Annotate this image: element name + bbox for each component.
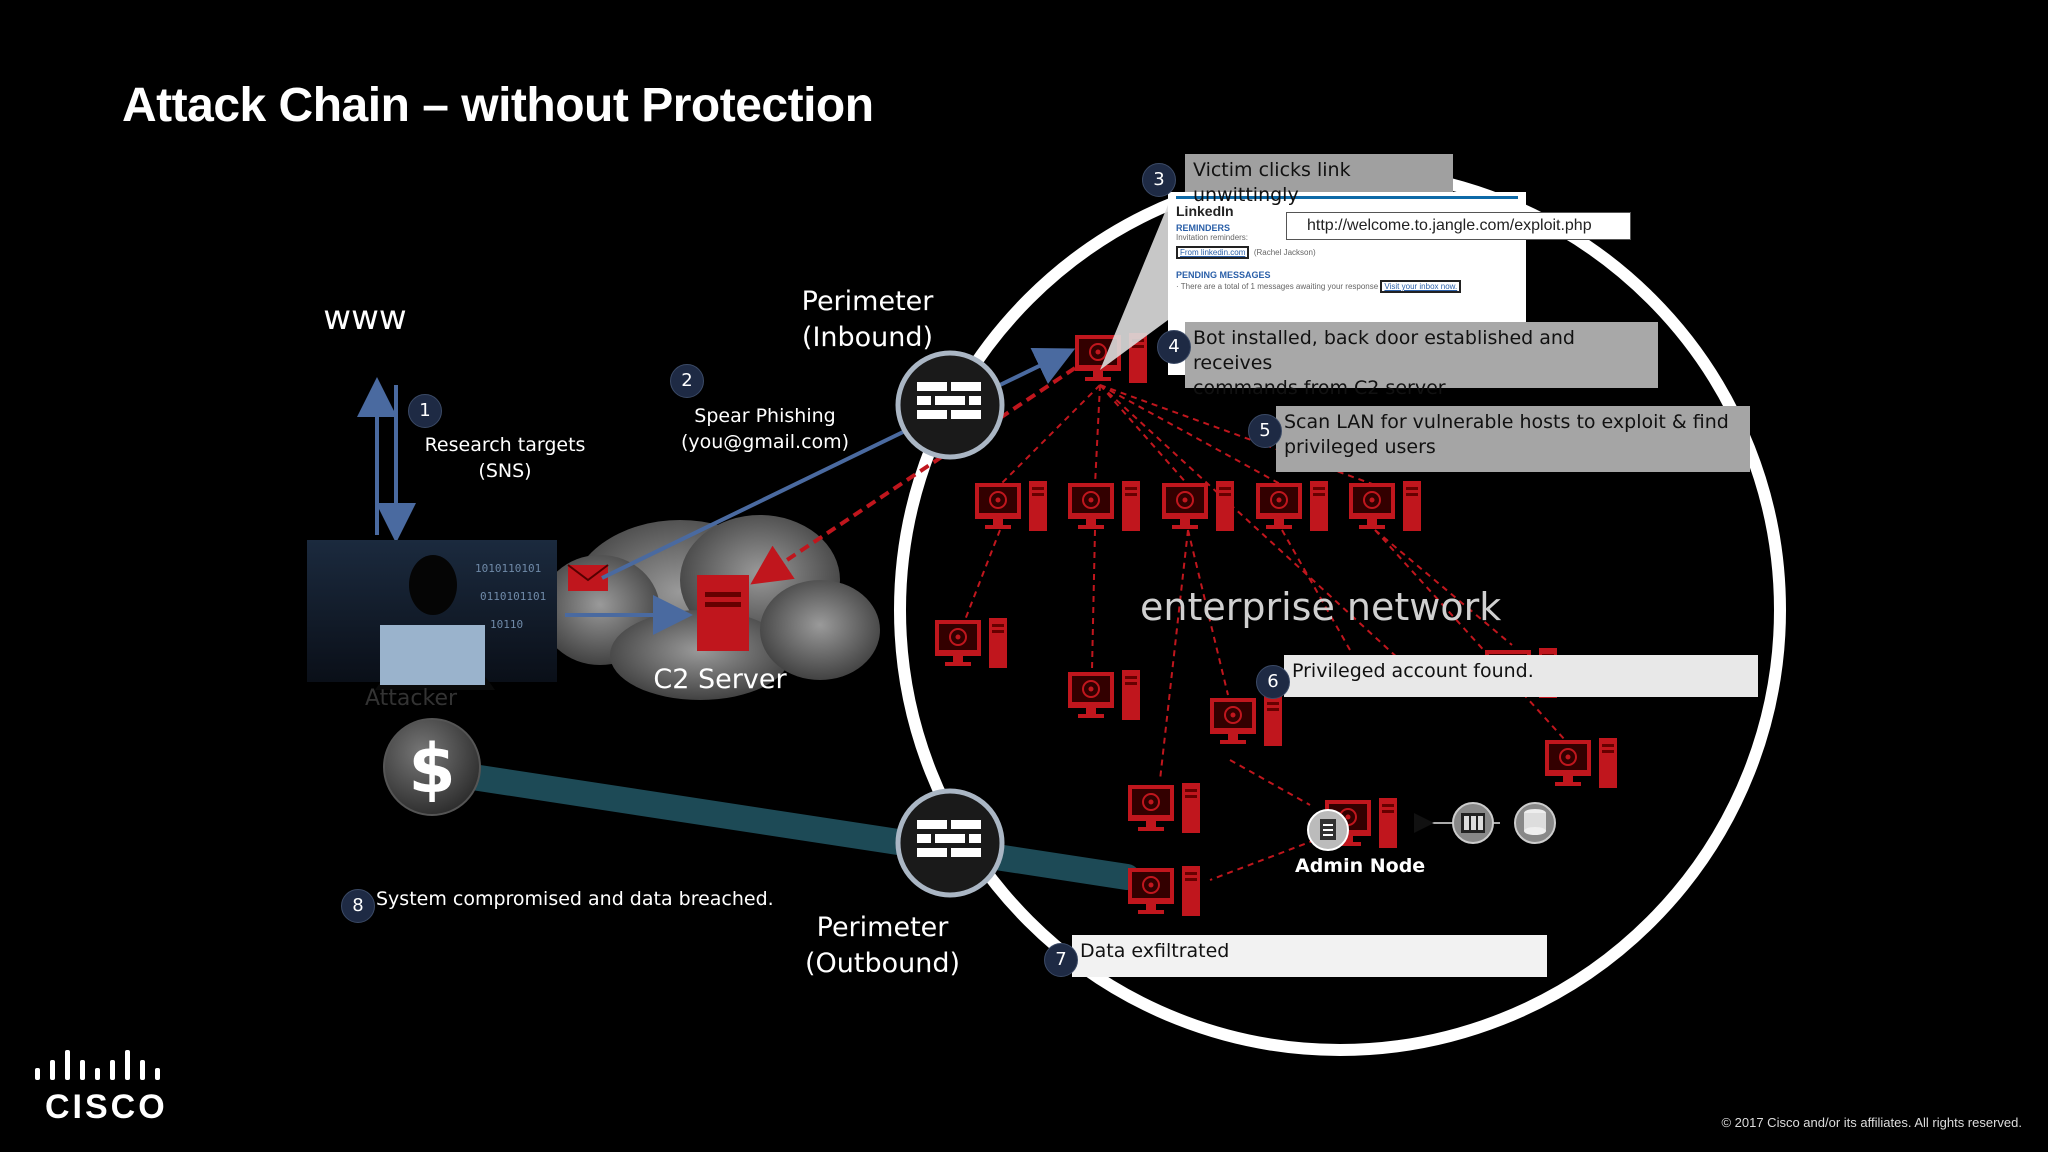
www-label: www bbox=[300, 300, 430, 336]
step-8-badge: 8 bbox=[341, 889, 375, 923]
step-5-callout: Scan LAN for vulnerable hosts to exploit… bbox=[1276, 406, 1750, 472]
server-rack-icon bbox=[1453, 803, 1493, 843]
attacker-image: 1010110101 0110101101 10110 bbox=[307, 540, 557, 690]
host-icon bbox=[1256, 481, 1328, 531]
host-icon bbox=[1162, 481, 1234, 531]
perimeter-inbound-label: Perimeter (Inbound) bbox=[775, 284, 960, 356]
step-1-text: Research targets (SNS) bbox=[410, 432, 600, 484]
step-7-callout: Data exfiltrated bbox=[1072, 935, 1547, 977]
document-icon bbox=[1308, 810, 1348, 850]
host-icon bbox=[1068, 481, 1140, 531]
step-2-badge: 2 bbox=[670, 364, 704, 398]
step-3-badge: 3 bbox=[1142, 163, 1176, 197]
c2-server-icon bbox=[697, 575, 749, 651]
cisco-logo-text: CISCO bbox=[45, 1088, 168, 1127]
firewall-outbound-icon bbox=[898, 791, 1002, 895]
linkedin-pending-text: · There are a total of 1 messages awaiti… bbox=[1176, 280, 1518, 293]
step-6-callout: Privileged account found. bbox=[1284, 655, 1758, 697]
host-icon bbox=[1128, 866, 1200, 916]
svg-text:1010110101: 1010110101 bbox=[475, 562, 541, 575]
exploit-url: http://welcome.to.jangle.com/exploit.php bbox=[1286, 212, 1631, 240]
linkedin-from-link[interactable]: From linkedin.com bbox=[1176, 246, 1249, 259]
exfiltration-channel bbox=[440, 772, 1127, 877]
host-icon bbox=[1068, 670, 1140, 720]
host-icon bbox=[1128, 783, 1200, 833]
step-5-badge: 5 bbox=[1248, 414, 1282, 448]
svg-text:0110101101: 0110101101 bbox=[480, 590, 546, 603]
svg-text:$: $ bbox=[408, 730, 455, 809]
enterprise-network-label: enterprise network bbox=[1140, 585, 1501, 629]
step-1-badge: 1 bbox=[408, 394, 442, 428]
perimeter-outbound-label: Perimeter (Outbound) bbox=[790, 910, 975, 982]
dollar-icon: $ bbox=[384, 719, 480, 815]
linkedin-visit-link[interactable]: Visit your inbox now. bbox=[1380, 280, 1461, 293]
step-6-badge: 6 bbox=[1256, 665, 1290, 699]
attacker-label: Attacker bbox=[365, 686, 458, 711]
step-8-text: System compromised and data breached. bbox=[376, 886, 774, 912]
firewall-inbound-icon bbox=[898, 353, 1002, 457]
step-2-text: Spear Phishing (you@gmail.com) bbox=[670, 403, 860, 455]
copyright: © 2017 Cisco and/or its affiliates. All … bbox=[1721, 1115, 2022, 1130]
host-icon bbox=[1545, 738, 1617, 788]
host-icon bbox=[1349, 481, 1421, 531]
step-4-callout: Bot installed, back door established and… bbox=[1185, 322, 1658, 388]
step-7-badge: 7 bbox=[1044, 943, 1078, 977]
c2-server-label: C2 Server bbox=[645, 662, 795, 698]
step-3-callout: Victim clicks link unwittingly bbox=[1185, 154, 1453, 192]
cisco-logo-bars bbox=[35, 1050, 165, 1086]
linkedin-pending: PENDING MESSAGES bbox=[1176, 270, 1518, 280]
host-icon bbox=[1210, 696, 1282, 746]
host-icon bbox=[935, 618, 1007, 668]
step-4-badge: 4 bbox=[1157, 330, 1191, 364]
database-icon bbox=[1515, 803, 1555, 843]
svg-text:10110: 10110 bbox=[490, 618, 523, 631]
admin-node-label: Admin Node bbox=[1295, 855, 1425, 877]
host-icon bbox=[975, 481, 1047, 531]
linkedin-sender: (Rachel Jackson) bbox=[1254, 248, 1316, 257]
